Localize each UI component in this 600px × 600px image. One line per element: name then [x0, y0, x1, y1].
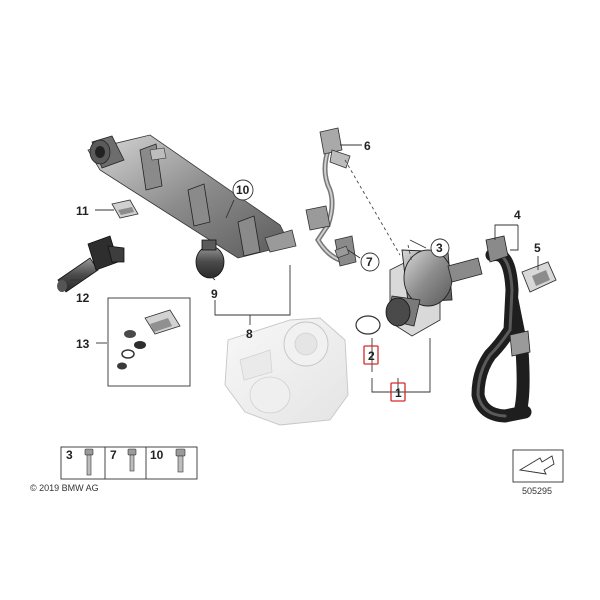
- callout-3: 3: [436, 241, 443, 255]
- o-ring: [355, 315, 381, 335]
- bolt-7-part: [334, 245, 350, 259]
- direction-arrow-icon: [512, 449, 564, 483]
- fuel-injector: [57, 235, 125, 293]
- callout-8: 8: [246, 327, 253, 341]
- fuel-feed-hose: [471, 235, 532, 423]
- callout-1: 1: [395, 386, 402, 400]
- callout-12: 12: [76, 291, 90, 305]
- callout-2: 2: [368, 349, 375, 363]
- legend-label-10: 10: [150, 448, 164, 462]
- leader-lines: [70, 144, 539, 393]
- legend-label-3: 3: [66, 448, 73, 462]
- bolt-icon: [175, 448, 186, 473]
- engine-housing-ghost: [224, 317, 349, 426]
- callout-10: 10: [236, 183, 250, 197]
- callout-7-circle: [360, 252, 380, 272]
- fuel-rail: [87, 134, 297, 259]
- legend-label-7: 7: [110, 448, 117, 462]
- callout-7: 7: [366, 255, 373, 269]
- callout-9: 9: [211, 287, 218, 301]
- callout-11: 11: [76, 204, 89, 218]
- copyright: © 2019 BMW AG: [30, 483, 99, 493]
- callout-10-circle: [232, 179, 254, 201]
- callout-4: 4: [514, 208, 521, 222]
- callout-1-highlight: [390, 382, 406, 402]
- bolt-legend: 3 7 10: [60, 446, 198, 480]
- callout-6: 6: [364, 139, 371, 153]
- diagram-number: 505295: [522, 486, 552, 496]
- high-pressure-pump: [385, 249, 483, 337]
- pressure-sensor: [195, 239, 225, 279]
- bolt-icon: [127, 448, 137, 472]
- callout-3-circle: [430, 238, 450, 258]
- kit-box: [107, 297, 191, 387]
- bolt-icon: [84, 448, 94, 476]
- callouts: 6 3 7 10 11 12 9 8 13 4 5 2 1: [76, 139, 541, 402]
- callout-2-highlight: [363, 345, 379, 365]
- callout-13: 13: [76, 337, 90, 351]
- injector-clip: [111, 199, 139, 219]
- callout-5: 5: [534, 241, 541, 255]
- high-pressure-line: [305, 127, 357, 267]
- hose-clip: [521, 261, 557, 293]
